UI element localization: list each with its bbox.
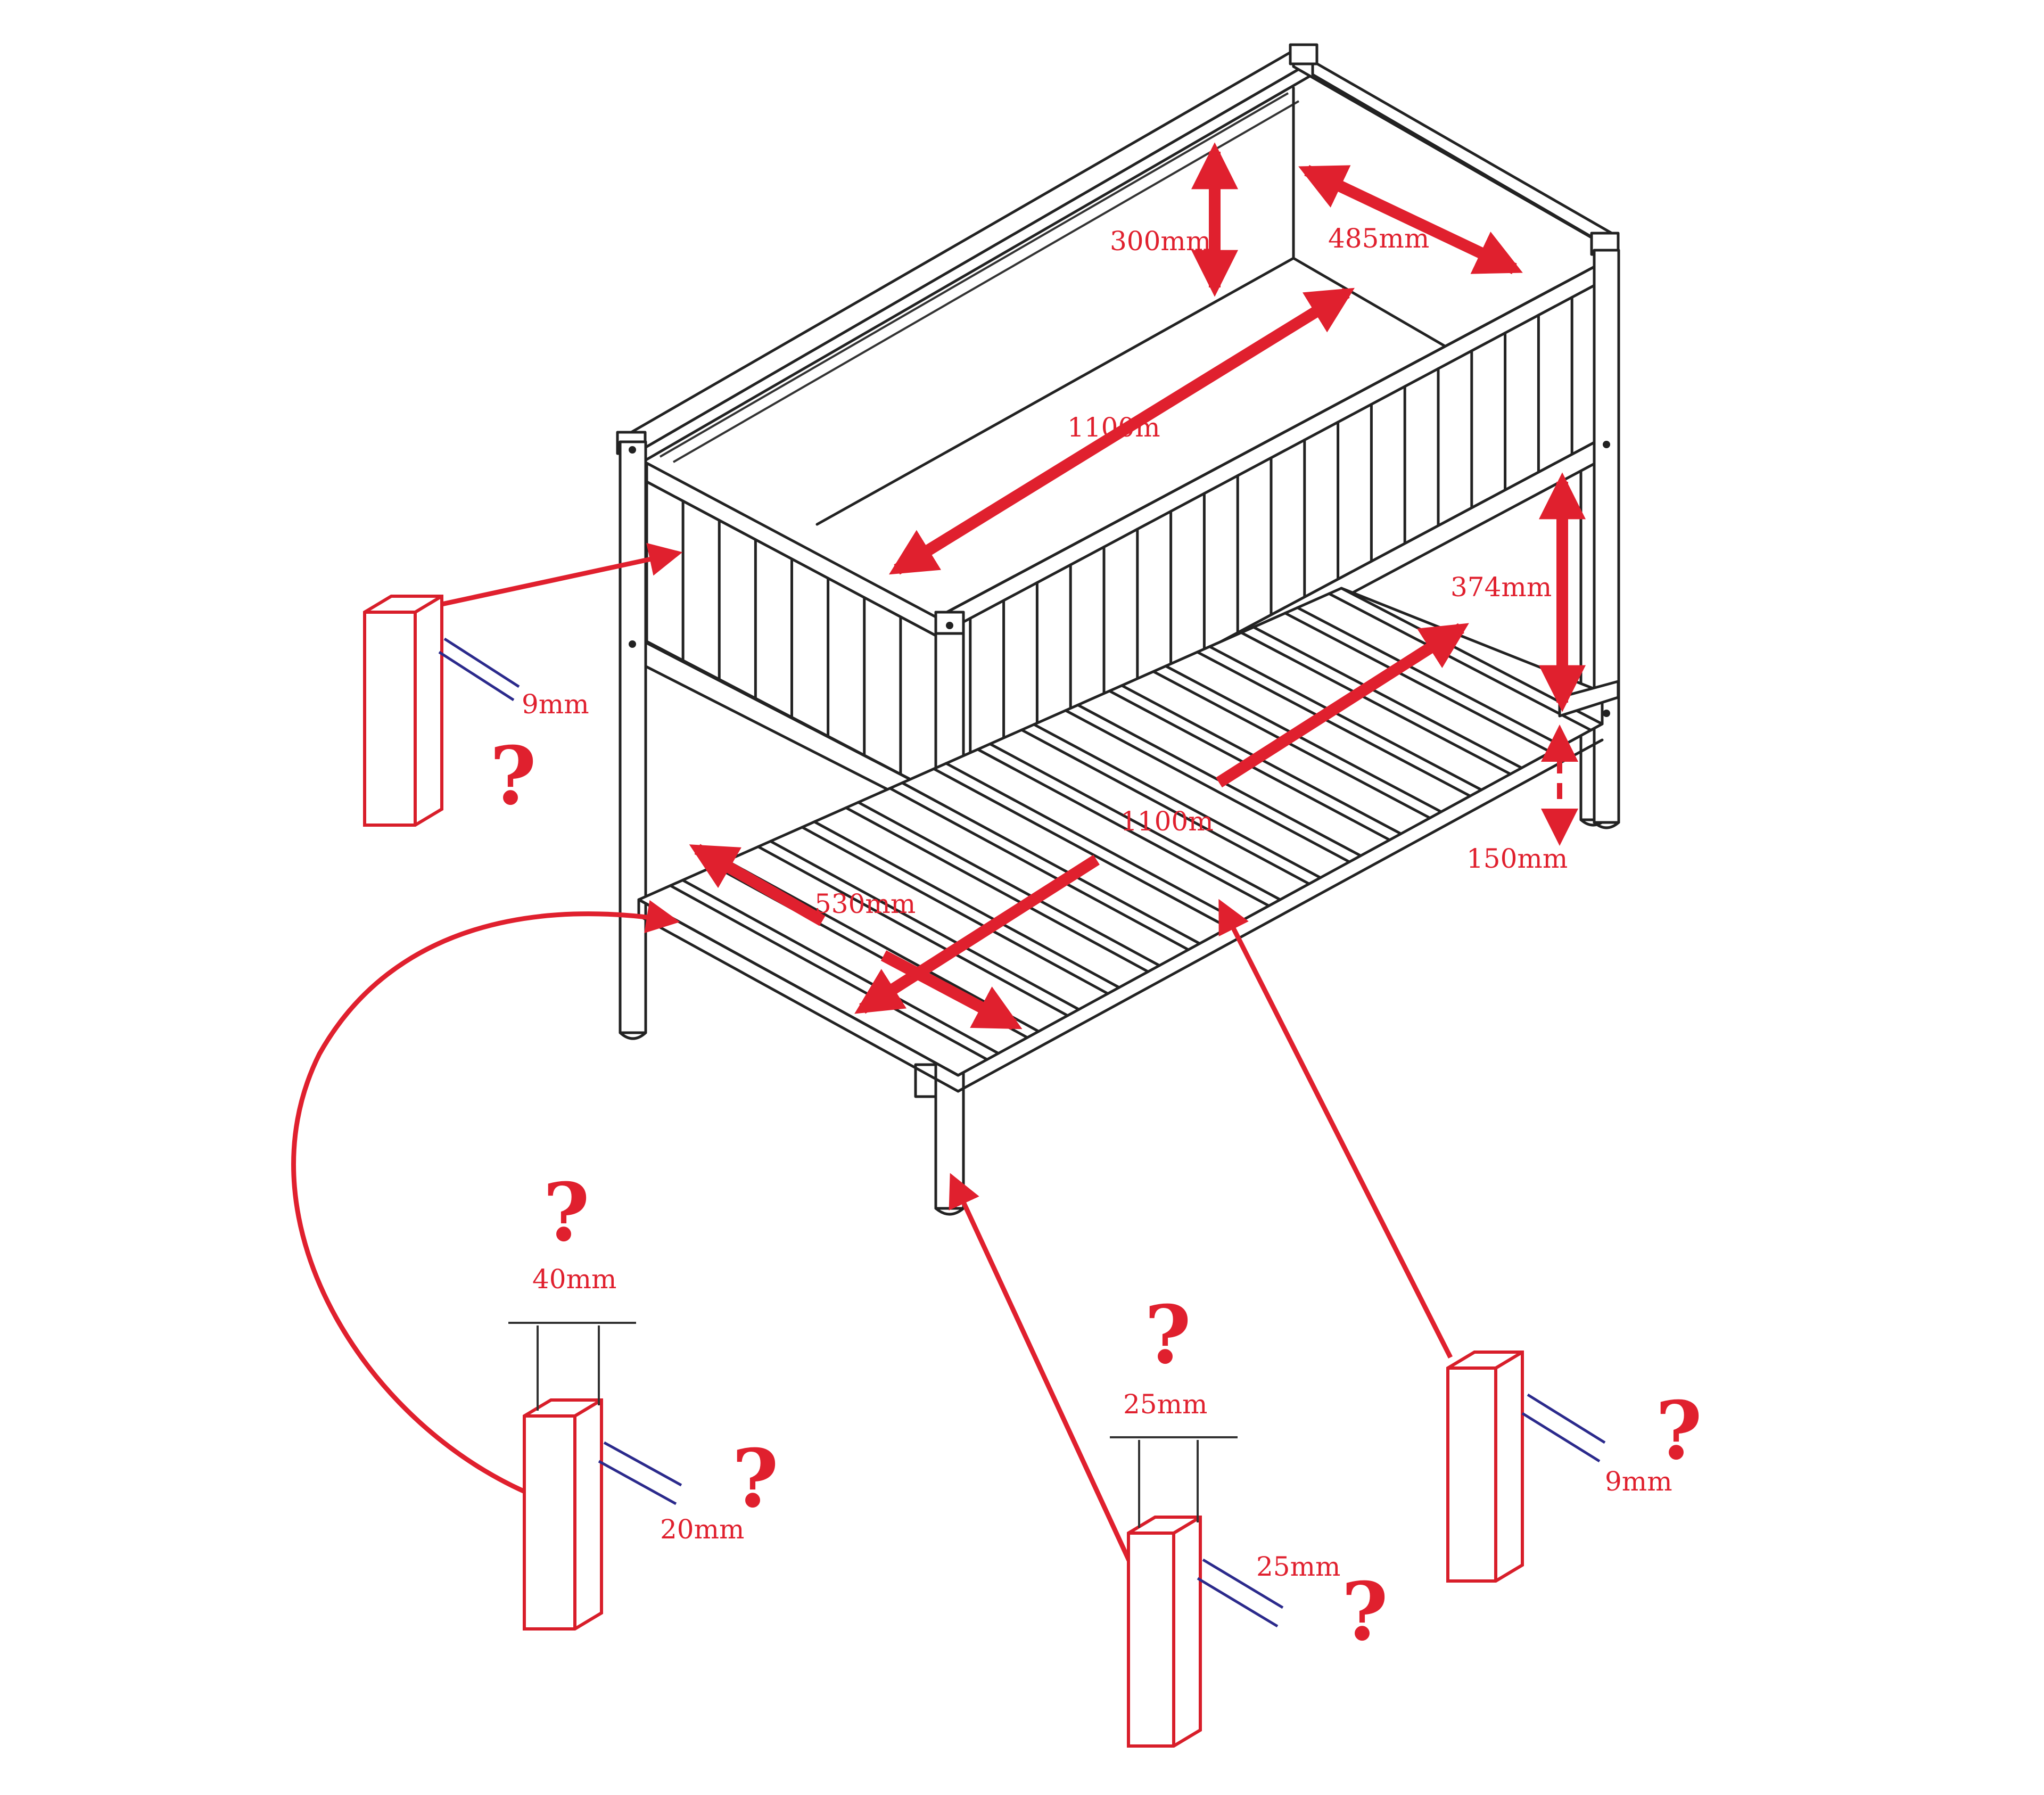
question-mark-icon: ? xyxy=(490,729,537,823)
leader-lines xyxy=(291,542,1453,1566)
shelf-slat xyxy=(769,839,1081,1011)
shelf-rail-detail: 40mm 20mm ? ? xyxy=(508,1166,779,1631)
shelf-slat-edge xyxy=(976,748,1271,908)
leader-arrow-icon xyxy=(291,900,680,1504)
shelf-length-arrow-icon xyxy=(1216,623,1469,788)
shelf-slat xyxy=(988,743,1282,901)
shelf-slat xyxy=(901,781,1201,945)
shelf-slat-edge xyxy=(1020,728,1311,885)
question-mark-icon: ? xyxy=(1655,1384,1702,1478)
leg-thickness-label: 25mm xyxy=(1256,1551,1340,1582)
shelf-slat-edge xyxy=(1196,651,1472,797)
leader-arrow-icon xyxy=(441,542,683,607)
shelf-width-arrow-icon xyxy=(689,844,826,926)
shelf-slat xyxy=(1164,664,1443,813)
shelf-slat xyxy=(1033,723,1322,879)
planter-drawing xyxy=(616,43,1620,1216)
shelf-slat-edge xyxy=(669,884,988,1061)
shelf-rail-thickness-label: 20mm xyxy=(660,1514,744,1545)
shelf-slat-edge xyxy=(1283,612,1552,754)
shelf-slat xyxy=(945,762,1241,923)
shelf-slat-edge xyxy=(801,826,1109,995)
leg-height-label: 374mm xyxy=(1450,572,1552,603)
dimension-arrows xyxy=(689,142,1586,1030)
question-mark-icon: ? xyxy=(732,1432,779,1526)
shelf-slat xyxy=(857,801,1161,967)
question-mark-icon: ? xyxy=(1144,1288,1191,1382)
side-panel-slats xyxy=(681,499,902,776)
question-mark-icon: ? xyxy=(1341,1565,1388,1659)
side-board-detail: 9mm ? xyxy=(363,595,589,827)
width-arrow-icon xyxy=(1298,165,1523,274)
question-mark-icon: ? xyxy=(543,1166,590,1259)
leg-width-label: 25mm xyxy=(1123,1389,1207,1420)
shelf-slat-edge xyxy=(1152,670,1431,820)
clearance-label: 150mm xyxy=(1466,843,1568,874)
shelf-slat-thickness-label: 9mm xyxy=(1605,1466,1672,1497)
shelf-slat xyxy=(681,878,1000,1055)
shelf-slat xyxy=(1208,645,1483,792)
shelf-slat-edge xyxy=(1064,709,1351,863)
shelf-slat xyxy=(1252,625,1523,769)
leader-arrow-icon xyxy=(949,1173,1134,1566)
side-board-thickness-label: 9mm xyxy=(522,689,589,720)
shelf-slat-edge xyxy=(1240,631,1512,776)
width-label: 485mm xyxy=(1328,223,1429,254)
shelf-slat xyxy=(1296,606,1563,747)
dimension-labels: 300mm 485mm 1100m 374mm 1100m 530mm 150m… xyxy=(814,223,1568,919)
depth-label: 300mm xyxy=(1110,226,1211,257)
shelf-slat xyxy=(813,820,1120,989)
leg-detail: 25mm 25mm ? ? xyxy=(1110,1288,1388,1748)
shelf-slat-edge xyxy=(932,767,1230,929)
shelf-rail-width-label: 40mm xyxy=(532,1264,616,1295)
shelf-width-arrow2-icon xyxy=(880,950,1023,1030)
shelf-slat-edge xyxy=(844,806,1150,973)
length-label: 1100m xyxy=(1067,412,1160,443)
shelf-slat xyxy=(637,898,960,1077)
shelf-length-label: 1100m xyxy=(1120,806,1214,837)
shelf-slat-detail: 9mm ? xyxy=(1446,1351,1702,1583)
shelf-slat-edge xyxy=(888,787,1190,951)
shelf-length-arrow2-icon xyxy=(854,854,1100,1014)
leader-arrow-icon xyxy=(1218,899,1453,1359)
length-arrow-icon xyxy=(889,287,1355,575)
side-panel xyxy=(632,480,938,816)
shelf-width-label: 530mm xyxy=(814,888,916,919)
